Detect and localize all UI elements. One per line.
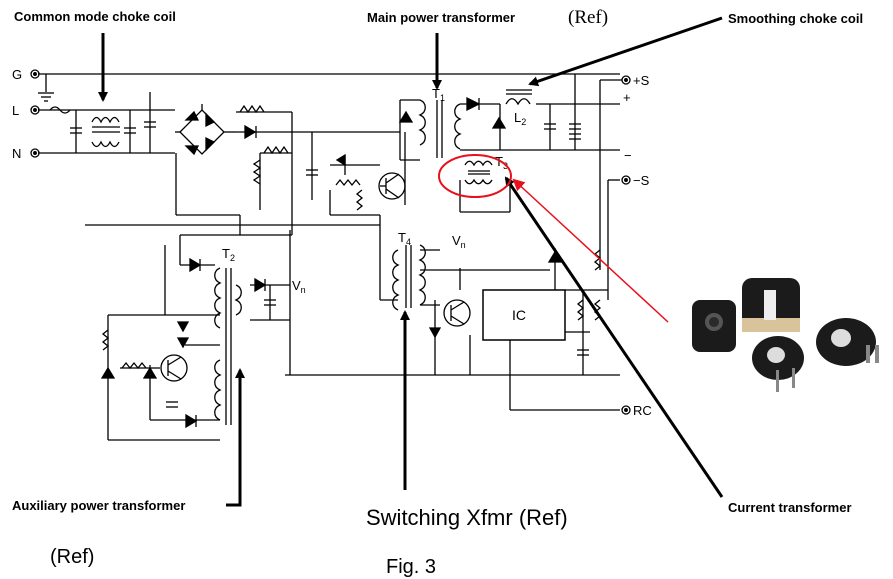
terminal-plus-s-label: +S	[633, 73, 650, 88]
photo-pointer-arrow	[512, 178, 669, 323]
schematic-labels: G L N +S + − −S RC T1 L2 T3 T4 T2 IC Vn …	[12, 67, 652, 418]
terminal-g-label: G	[12, 67, 22, 82]
auxiliary-transformer-callout: Auxiliary power transformer	[12, 498, 186, 513]
ct-component-4	[816, 318, 879, 366]
current-transformer-highlight	[438, 154, 512, 198]
current-transformer-arrow	[504, 176, 724, 498]
main-transformer-callout: Main power transformer	[367, 10, 516, 25]
t4-label: T4	[398, 230, 411, 247]
switching-xfmr-caption: Switching Xfmr (Ref)	[366, 505, 568, 530]
smoothing-choke-arrow	[528, 16, 723, 87]
schematic-wiring	[38, 73, 620, 441]
vn-aux-label: Vn	[292, 278, 306, 295]
vn-top-label: Vn	[452, 233, 466, 250]
current-transformer-photo	[692, 278, 879, 392]
terminal-n-label: N	[12, 146, 21, 161]
ct-component-3	[752, 336, 804, 392]
smoothing-choke-callout: Smoothing choke coil	[728, 11, 864, 26]
l2-label: L2	[514, 110, 526, 127]
ct-component-1	[692, 300, 736, 352]
t1-label: T1	[432, 86, 445, 103]
t2-label: T2	[222, 246, 235, 263]
terminal-minus-label: −	[624, 148, 632, 163]
current-transformer-callout: Current transformer	[728, 500, 852, 515]
terminal-minus-s-label: −S	[633, 173, 650, 188]
terminal-rc-label: RC	[633, 403, 652, 418]
callout-arrows	[98, 16, 724, 507]
terminal-plus-label: +	[623, 90, 631, 105]
common-mode-choke-callout: Common mode choke coil	[14, 9, 176, 24]
auxiliary-ref: (Ref)	[50, 546, 95, 568]
terminal-l-label: L	[12, 103, 19, 118]
main-transformer-ref: (Ref)	[568, 7, 609, 28]
schematic-components	[30, 69, 631, 429]
ct-component-2	[742, 278, 800, 332]
auxiliary-arrow	[226, 368, 245, 507]
figure-caption: Fig. 3	[386, 556, 437, 578]
ic-label: IC	[512, 307, 526, 323]
